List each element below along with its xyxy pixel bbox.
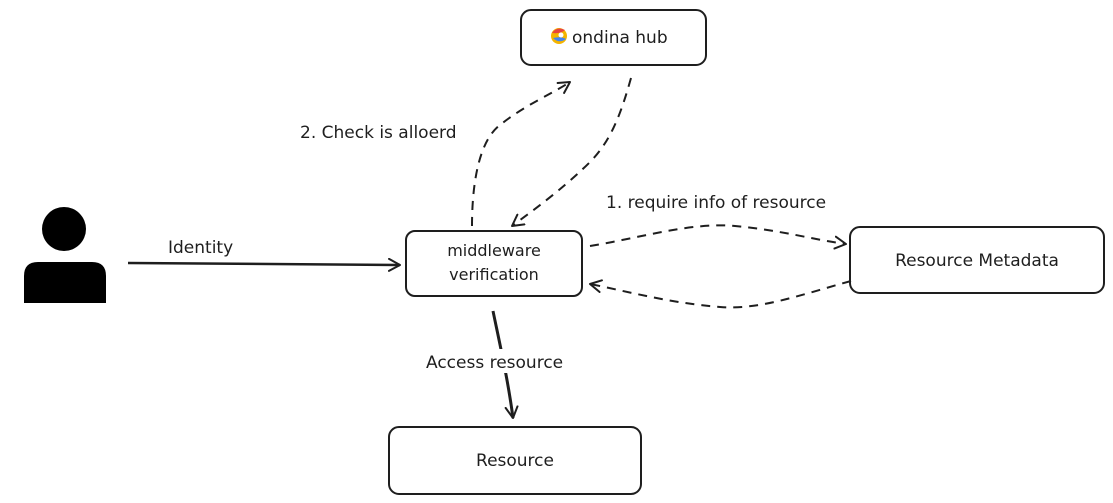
check-allowed-label: 2. Check is alloerd <box>300 123 457 143</box>
ondina-hub-node: ondina hub <box>520 9 707 66</box>
access-resource-label: Access resource <box>426 353 563 373</box>
metadata-response-arrow <box>589 279 852 309</box>
resource-metadata-label: Resource Metadata <box>895 251 1059 271</box>
require-info-arrow: 1. require info of resource <box>589 193 847 250</box>
ondina-hub-label: ondina hub <box>572 28 668 48</box>
resource-metadata-node: Resource Metadata <box>849 226 1105 294</box>
access-resource-arrow: Access resource <box>420 310 586 419</box>
resource-label: Resource <box>476 451 554 471</box>
require-info-label: 1. require info of resource <box>606 193 826 213</box>
check-allowed-arrow: 2. Check is alloerd <box>300 81 571 227</box>
hub-response-arrow <box>511 77 632 227</box>
resource-node: Resource <box>388 426 642 495</box>
user-icon <box>24 207 106 303</box>
middleware-label-line2: verification <box>449 265 539 284</box>
identity-label: Identity <box>168 238 233 258</box>
mermaid-logo-icon <box>551 28 567 44</box>
identity-arrow: Identity <box>127 238 401 272</box>
middleware-label-line1: middleware <box>447 241 541 260</box>
middleware-verification-node: middleware verification <box>405 230 583 297</box>
